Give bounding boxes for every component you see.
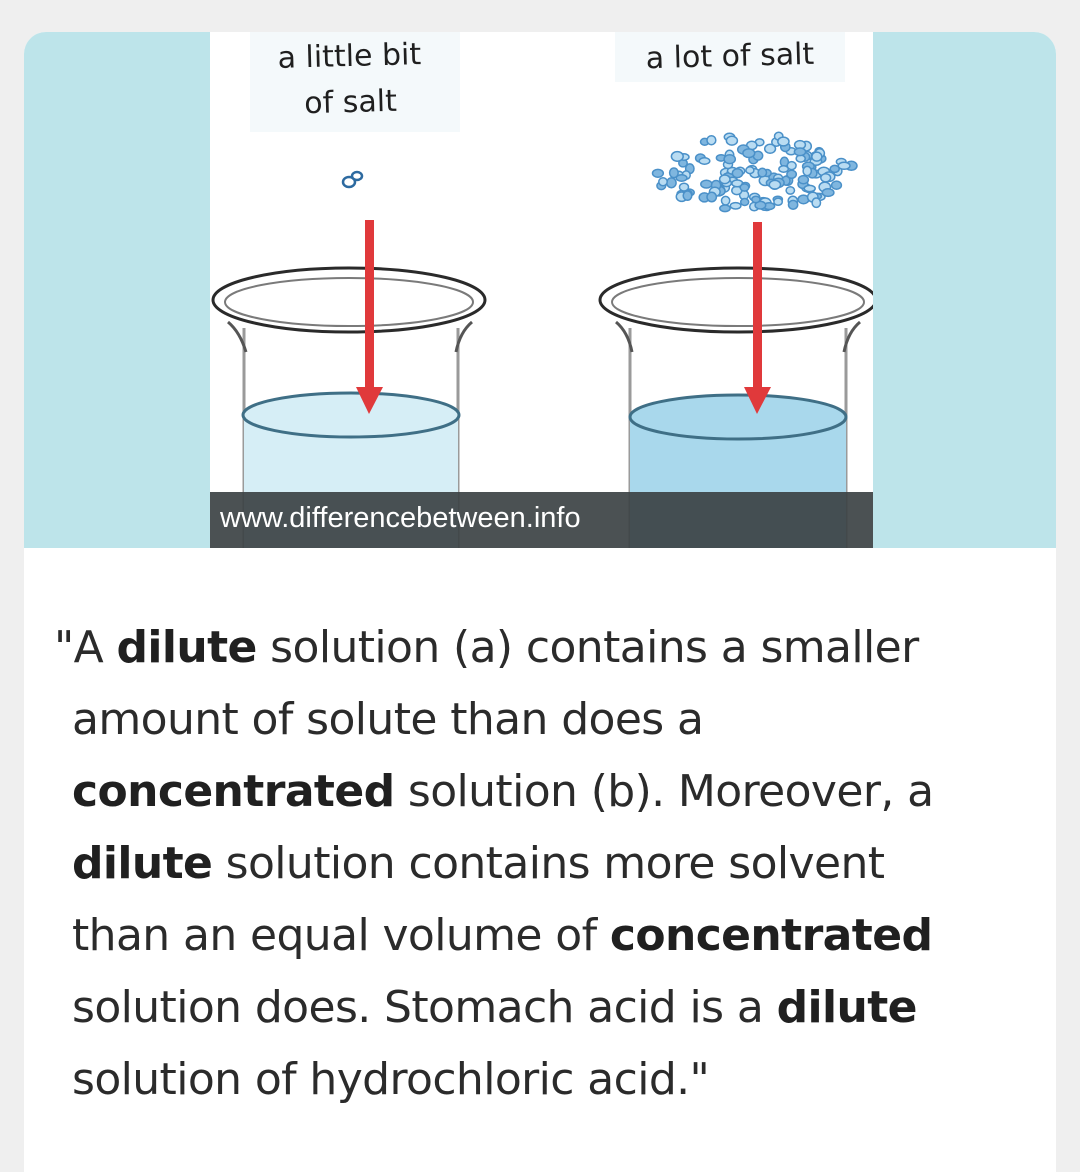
salt-crystal xyxy=(802,165,813,177)
label-left-tint xyxy=(250,32,460,132)
salt-crystal xyxy=(658,176,668,187)
salt-crystal xyxy=(668,167,679,179)
salt-crystal xyxy=(698,157,711,165)
label-little-salt: a little bit of salt xyxy=(277,37,422,122)
salt-crystal xyxy=(751,195,761,204)
quote-text: solution of hydrochloric acid." xyxy=(72,1054,710,1105)
salt-crystal xyxy=(678,182,690,192)
image-band: a little bit of salt a lot of salt www.d… xyxy=(24,32,1056,548)
salt-crystal xyxy=(830,180,843,191)
salt-crystal xyxy=(731,168,744,179)
salt-crystal xyxy=(665,177,677,189)
salt-crystal xyxy=(768,179,782,190)
quote-line-5: than an equal volume of concentrated xyxy=(54,900,1044,972)
answer-card: a little bit of salt a lot of salt www.d… xyxy=(24,32,1056,1172)
salt-crystal xyxy=(739,197,750,207)
salt-crystal xyxy=(757,167,768,178)
salt-crystal xyxy=(803,184,816,193)
salt-crystal xyxy=(763,143,777,155)
salt-crystal xyxy=(742,148,756,159)
quote-line-2: amount of solute than does a xyxy=(54,684,1044,756)
quote-line-6: solution does. Stomach acid is a dilute xyxy=(54,972,1044,1044)
term-concentrated: concentrated xyxy=(72,766,395,817)
salt-crystal xyxy=(820,172,832,183)
salt-crystal xyxy=(718,174,731,185)
term-concentrated: concentrated xyxy=(609,910,933,961)
quote-open: "A xyxy=(54,622,117,673)
salt-crystal xyxy=(720,195,731,206)
salt-crystal xyxy=(793,147,807,157)
salt-crystal xyxy=(651,168,665,178)
dilute-vs-concentrated-illustration[interactable]: a little bit of salt a lot of salt xyxy=(210,32,873,548)
quote-text: solution contains more solvent xyxy=(212,838,885,889)
salt-crystal xyxy=(670,150,684,162)
salt-crystal xyxy=(706,191,718,203)
quote-line-3: concentrated solution (b). Moreover, a xyxy=(54,756,1044,828)
salt-crystal xyxy=(837,161,851,171)
term-dilute: dilute xyxy=(72,838,213,889)
salt-pile xyxy=(651,131,858,213)
salt-crystal xyxy=(725,135,739,146)
salt-crystal xyxy=(785,185,796,195)
left-arrow xyxy=(356,220,383,414)
salt-crystal xyxy=(829,164,840,174)
salt-crystal xyxy=(700,179,713,189)
term-dilute: dilute xyxy=(116,622,258,673)
salt-crystal xyxy=(786,169,798,180)
definition-quote: "A dilute solution (a) contains a smalle… xyxy=(54,612,1044,1116)
salt-crystal xyxy=(811,151,823,162)
label-lot-of-salt: a lot of salt xyxy=(645,36,815,77)
quote-text: solution (b). Moreover, a xyxy=(394,766,934,817)
quote-text: solution does. Stomach acid is a xyxy=(72,982,777,1033)
salt-crystal xyxy=(745,166,755,175)
salt-crystal xyxy=(729,201,742,210)
label-right-tint xyxy=(615,32,845,82)
salt-crystal xyxy=(797,174,810,185)
beakers-drawing xyxy=(211,32,873,548)
image-source-link[interactable]: www.differencebetween.info xyxy=(220,502,581,534)
salt-crystal xyxy=(777,136,790,147)
quote-text: amount of solute than does a xyxy=(72,694,704,745)
quote-text: solution (a) contains a smaller xyxy=(256,622,919,673)
salt-crystal xyxy=(821,188,835,198)
term-dilute: dilute xyxy=(776,982,918,1033)
salt-crystal xyxy=(811,197,822,209)
quote-line-7: solution of hydrochloric acid." xyxy=(54,1044,1044,1116)
salt-crystal xyxy=(787,199,799,210)
salt-crystal xyxy=(682,190,693,201)
right-arrow xyxy=(744,222,771,414)
salt-crystal xyxy=(706,134,717,146)
quote-line-4: dilute solution contains more solvent xyxy=(54,828,1044,900)
small-salt-crystal xyxy=(341,170,364,189)
quote-text: than an equal volume of xyxy=(72,910,610,961)
salt-crystal xyxy=(675,174,688,182)
salt-crystal xyxy=(723,154,737,165)
salt-crystal xyxy=(754,200,767,210)
salt-crystal xyxy=(773,197,784,207)
salt-crystal xyxy=(786,160,797,171)
quote-line-1: "A dilute solution (a) contains a smalle… xyxy=(54,612,1044,684)
salt-crystal xyxy=(719,204,731,213)
image-source-bar[interactable]: www.differencebetween.info xyxy=(210,492,873,548)
salt-crystal xyxy=(739,183,750,192)
